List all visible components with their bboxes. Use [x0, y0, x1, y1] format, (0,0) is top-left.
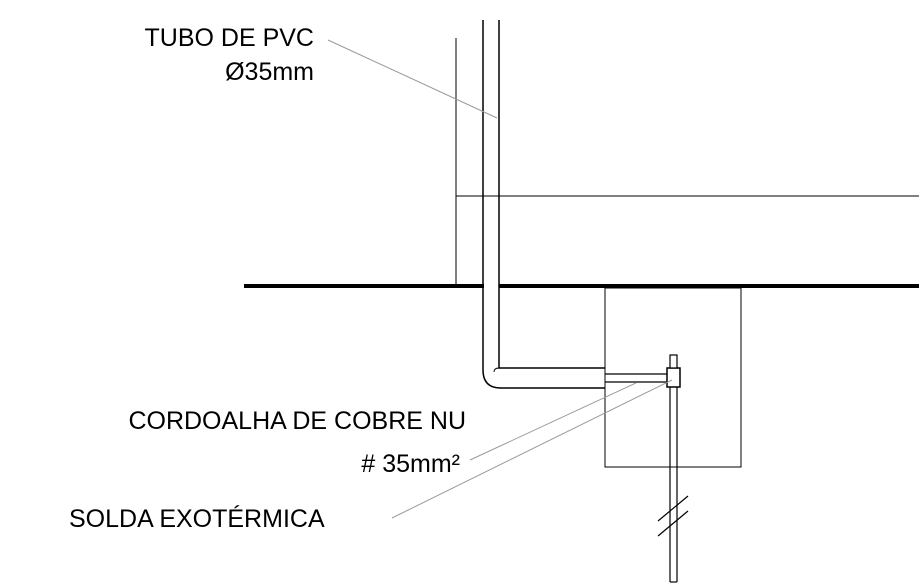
rod-break-mark-2 [657, 510, 689, 537]
label-copper-cable-title: CORDOALHA DE COBRE NU [128, 407, 466, 435]
pvc-tube-outer [482, 20, 605, 389]
exothermic-weld [666, 367, 681, 388]
pvc-tube-bend-inner [493, 367, 500, 373]
ground-rod-top [669, 354, 678, 369]
rod-break-mark-1 [657, 495, 689, 522]
label-copper-cable-section: # 35mm² [361, 450, 460, 478]
label-exothermic-weld: SOLDA EXOTÉRMICA [69, 505, 325, 533]
leader-pvc-tube [327, 39, 498, 119]
pvc-tube-inner [498, 20, 605, 369]
label-pvc-tube-title: TUBO DE PVC [144, 24, 314, 52]
leader-copper-cable [469, 382, 637, 461]
leader-weld [391, 379, 673, 519]
label-pvc-tube-diameter: Ø35mm [225, 58, 314, 86]
inspection-box [604, 287, 742, 468]
